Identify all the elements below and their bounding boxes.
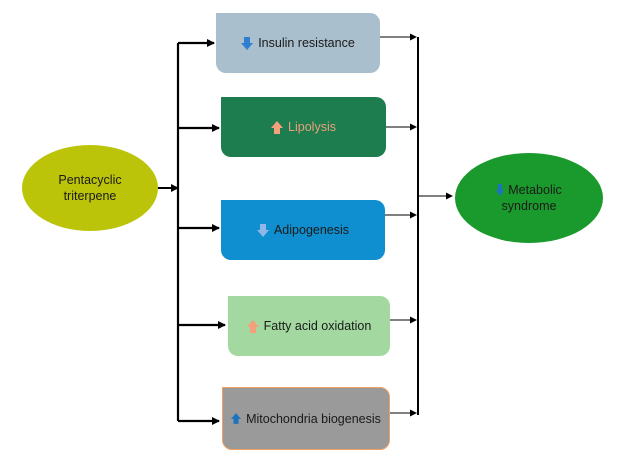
down-arrow-icon xyxy=(241,36,254,50)
effect-label: Mitochondria biogenesis xyxy=(246,411,381,426)
effect-label: Lipolysis xyxy=(288,120,336,134)
effect-box-mitochondria-biogenesis: Mitochondria biogenesis xyxy=(222,387,390,450)
target-label-line1: Metabolic xyxy=(508,183,562,197)
effect-box-lipolysis: Lipolysis xyxy=(221,97,386,157)
up-arrow-icon xyxy=(246,319,259,333)
effect-label: Fatty acid oxidation xyxy=(263,319,372,333)
down-arrow-icon xyxy=(256,223,269,237)
effect-box-insulin-resistance: Insulin resistance xyxy=(216,13,380,73)
target-node-metabolic-syndrome: Metabolic syndrome xyxy=(455,153,603,243)
effect-label: Adipogenesis xyxy=(273,223,350,237)
up-arrow-icon xyxy=(231,413,242,424)
source-node-pentacyclic-triterpene: Pentacyclic triterpene xyxy=(22,145,158,231)
up-arrow-icon xyxy=(271,120,284,134)
target-label-line2: syndrome xyxy=(501,199,557,213)
source-label-line2: triterpene xyxy=(63,189,117,203)
source-label-line1: Pentacyclic xyxy=(58,173,122,187)
effect-box-adipogenesis: Adipogenesis xyxy=(221,200,385,260)
effect-box-fatty-acid-oxidation: Fatty acid oxidation xyxy=(228,296,390,356)
down-arrow-icon xyxy=(496,184,505,196)
effect-label: Insulin resistance xyxy=(258,36,355,50)
